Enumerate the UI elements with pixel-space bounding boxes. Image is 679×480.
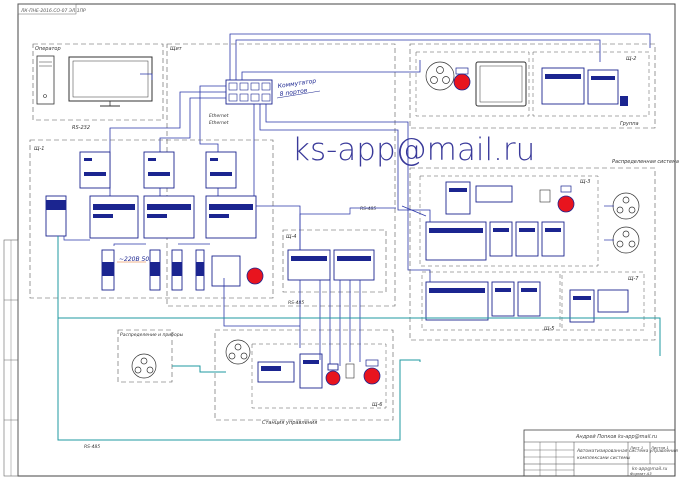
zone-station-label: Станция управления <box>262 420 317 426</box>
alarm-lamp-2 <box>453 73 471 91</box>
title-block-desc-1: Автоматизированная система управления <box>576 448 678 454</box>
zone-distribution-left <box>117 329 173 383</box>
indicator-display-2 <box>597 289 629 313</box>
bus-label-rs232: RS-232 <box>72 125 90 131</box>
rs485-cables <box>223 278 361 366</box>
sensor-group-icon-3 <box>131 353 157 379</box>
lamp-housing <box>327 363 339 371</box>
zone-operator-label: Оператор <box>35 46 61 52</box>
plc-4 <box>287 249 331 281</box>
io-module-4 <box>333 249 375 281</box>
sensor-group-icon-2 <box>612 192 640 254</box>
sensor-group-icon-1 <box>425 61 455 91</box>
io-module-12 <box>569 289 595 323</box>
io-module-9 <box>541 221 565 257</box>
ethernet-label: Ethernet <box>209 113 229 119</box>
cabinet-sh1 <box>29 139 274 299</box>
io-module-3 <box>205 151 237 189</box>
title-block-sheet: Лист 1 <box>629 445 643 450</box>
sensor-icon-2 <box>345 363 355 379</box>
ethernet-switch <box>225 79 273 105</box>
io-module-10 <box>491 281 515 317</box>
zone-operator <box>32 43 164 121</box>
plc-1 <box>89 195 139 239</box>
zone-shield-label: Щит <box>170 46 183 52</box>
alarm-lamp-4 <box>325 370 341 386</box>
alarm-lamp-1 <box>246 267 264 285</box>
field-wiring <box>63 205 614 250</box>
title-block <box>523 429 676 477</box>
switch-subtitle: 8 портов <box>279 87 308 98</box>
zone-station <box>214 329 394 421</box>
station-display <box>257 361 295 383</box>
io-module-8 <box>515 221 539 257</box>
sensor-icon <box>539 189 551 203</box>
bus-label-rs485-1: RS-485 <box>360 206 376 212</box>
pc-tower-icon <box>36 55 55 105</box>
plc-6 <box>425 221 487 261</box>
zone-distributed <box>409 167 656 341</box>
cabinet-sh6 <box>251 343 387 409</box>
hmi-panel-icon <box>475 61 527 107</box>
sensor-group-icon-4 <box>225 339 251 365</box>
cabinet-sh4 <box>282 229 387 293</box>
ethernet-label-2: Ethernet <box>209 120 229 126</box>
indicator-display <box>475 185 513 203</box>
cabinet-sh6-label: Щ-6 <box>372 402 382 408</box>
io-module-11 <box>517 281 541 317</box>
cabinet-sh3-label: Щ-3 <box>580 179 590 185</box>
io-module-2 <box>143 151 175 189</box>
fieldbus-line <box>57 236 661 441</box>
title-block-format: Формат А3 <box>630 471 652 476</box>
watermark: ks-app@mail.ru <box>292 132 535 168</box>
power-label: ~220В 50Гц <box>119 256 157 263</box>
title-block-author: Андрей Попков ks-app@mail.ru <box>575 434 657 440</box>
zone-group <box>409 43 656 129</box>
bus-label-rs485-3: RS-485 <box>84 444 100 450</box>
io-module-7 <box>489 221 513 257</box>
io-module-13 <box>299 353 323 389</box>
cabinet-sh2 <box>532 51 650 117</box>
io-module-1 <box>79 151 111 189</box>
cabinet-sh5-label: Щ-5 <box>544 326 554 332</box>
relay-module <box>211 255 241 287</box>
cabinet-sh4-label: Щ-4 <box>286 234 296 240</box>
plc-7 <box>425 281 489 321</box>
io-module-6 <box>445 181 471 215</box>
top-stamp <box>17 3 77 15</box>
zone-group-label: Группа <box>620 121 639 127</box>
cabinet-sh2-label: Щ-2 <box>626 56 636 62</box>
alarm-lamp-5 <box>363 367 381 385</box>
plc-5 <box>541 67 585 105</box>
cabinet-sh3 <box>419 175 599 267</box>
zone-distributed-label: Распределенная система <box>612 159 679 165</box>
monitor-icon <box>68 56 153 102</box>
top-stamp-text: ЛК-ПНЕ-2016.СО-07 ЭЛ.1ПР <box>20 8 86 14</box>
title-block-desc-2: комплексами системы <box>577 456 631 461</box>
io-module-5 <box>587 69 619 105</box>
bus-label-rs485-2: RS-485 <box>288 300 304 306</box>
alarm-lamp-3 <box>557 195 575 213</box>
title-block-sheets: Листов 1 <box>650 445 669 450</box>
cabinet-sh7-label: Щ-7 <box>628 276 639 282</box>
cabinet-sh1-label: Щ-1 <box>34 146 44 152</box>
title-block-contact: ks-app@mail.ru <box>632 466 667 472</box>
zone-distribution-left-label: Распределение и приборы <box>120 332 184 338</box>
